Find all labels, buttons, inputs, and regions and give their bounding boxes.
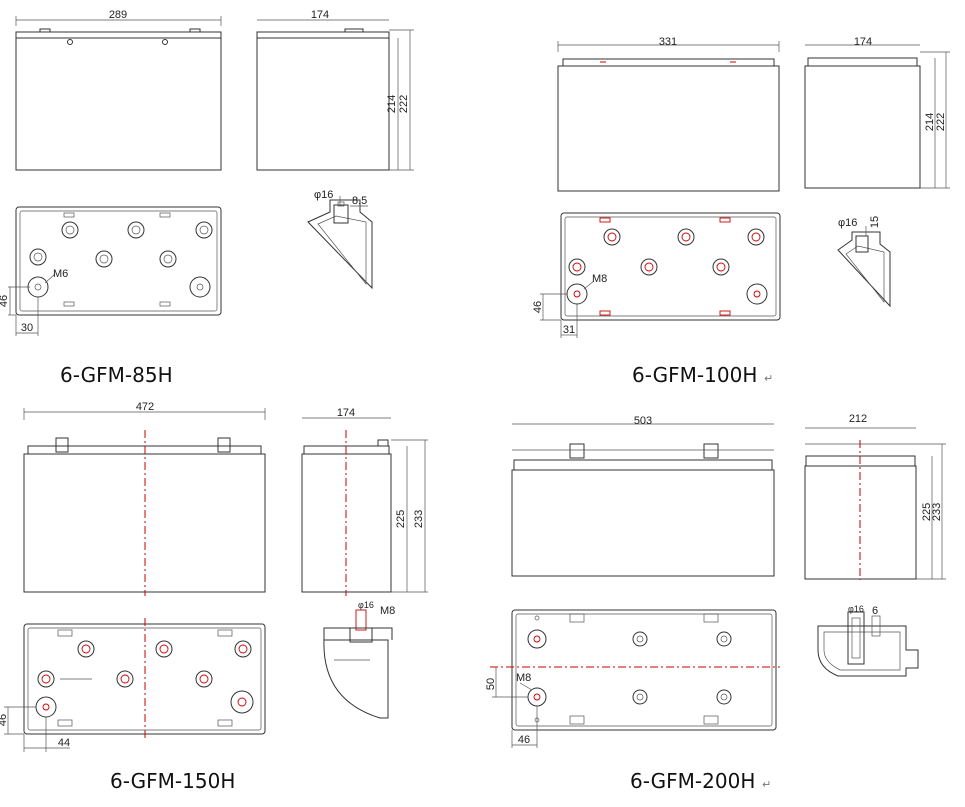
top-view: M6 46 30 [0, 206, 222, 336]
edge-y-dim: 46 [0, 295, 10, 307]
top-view: M8 50 46 [485, 609, 780, 748]
height-dim: 214 [924, 113, 936, 131]
width-dim: 212 [849, 413, 867, 425]
bolt-label: M8 [516, 672, 531, 684]
terminal-offset-label: 6 [872, 605, 878, 617]
bolt-label: M8 [592, 273, 607, 285]
model-100h-drawing: 331 174 214 222 [532, 36, 950, 387]
length-dim: 331 [659, 36, 677, 48]
return-mark: ↵ [764, 372, 773, 385]
side-view: 174 214 222 [804, 36, 950, 189]
width-dim: 174 [337, 407, 355, 419]
terminal-offset-label: 8.5 [352, 195, 367, 207]
length-dim: 289 [109, 9, 127, 21]
total-height-dim: 233 [413, 510, 425, 528]
total-height-dim: 233 [931, 503, 943, 521]
bolt-label: M8 [380, 605, 395, 617]
edge-x-dim: 30 [21, 322, 33, 334]
model-85h-caption: 6-GFM-85H [60, 363, 173, 387]
model-100h-caption: 6-GFM-100H [632, 363, 757, 387]
model-200h-caption: 6-GFM-200H [630, 769, 755, 793]
height-dim: 225 [395, 510, 407, 528]
edge-y-dim: 46 [532, 301, 544, 313]
width-dim: 174 [311, 9, 329, 21]
bolt-label: M6 [53, 268, 68, 280]
width-dim: 174 [854, 36, 872, 48]
model-150h-caption: 6-GFM-150H [110, 769, 235, 793]
edge-y-dim: 50 [485, 678, 497, 690]
terminal-detail: φ16 15 [837, 216, 891, 308]
return-mark: ↵ [762, 778, 771, 791]
total-height-dim: 222 [398, 95, 410, 113]
front-view: 289 [15, 9, 222, 171]
length-dim: 503 [634, 415, 652, 427]
terminal-dia-label: φ16 [314, 189, 333, 201]
edge-x-dim: 44 [58, 737, 70, 749]
edge-x-dim: 46 [518, 734, 530, 746]
top-view: 46 44 [0, 618, 266, 752]
top-view: M8 46 31 [532, 212, 781, 338]
terminal-detail: φ16 6 [817, 604, 919, 677]
model-85h-drawing: 289 174 214 222 [0, 9, 414, 387]
terminal-detail: φ16 8.5 [307, 189, 373, 290]
height-dim: 214 [386, 95, 398, 113]
terminal-dia-label: φ16 [358, 600, 374, 610]
front-view: 472 [23, 401, 266, 596]
side-view: 174 225 233 [301, 407, 428, 596]
total-height-dim: 222 [935, 113, 947, 131]
side-view: 174 214 222 [256, 9, 414, 171]
terminal-dia-label: φ16 [838, 217, 857, 229]
edge-y-dim: 46 [0, 714, 9, 726]
terminal-detail: φ16 M8 [323, 600, 395, 719]
edge-x-dim: 31 [563, 324, 575, 336]
front-view: 331 [557, 36, 780, 192]
model-150h-drawing: 472 174 225 233 [0, 401, 428, 793]
length-dim: 472 [136, 401, 154, 413]
front-view: 503 [511, 415, 775, 577]
model-200h-drawing: 503 212 225 233 [485, 413, 946, 793]
terminal-dia-label: φ16 [848, 604, 864, 614]
height-dim: 225 [921, 503, 933, 521]
terminal-offset-label: 15 [869, 216, 881, 228]
side-view: 212 225 233 [804, 413, 946, 580]
